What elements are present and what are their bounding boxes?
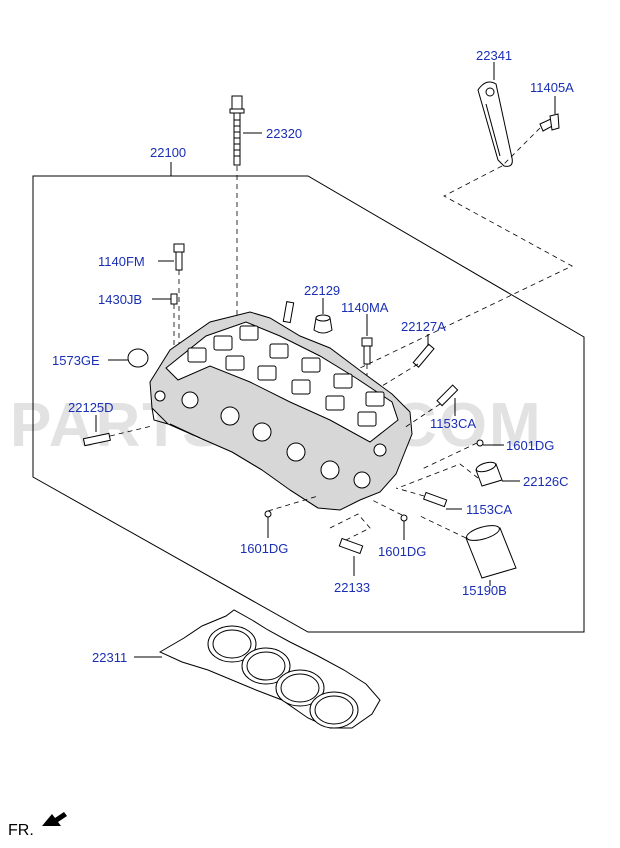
label-22127A[interactable]: 22127A — [401, 319, 446, 334]
dash-22133 — [329, 513, 371, 541]
plug-1573GE-icon[interactable] — [127, 348, 149, 368]
label-1573GE[interactable]: 1573GE — [52, 353, 100, 368]
dash-22126C — [397, 463, 479, 489]
stud-22133-icon[interactable] — [338, 537, 364, 555]
bracket-22341-icon[interactable] — [477, 81, 513, 167]
cap-22129-icon[interactable] — [313, 314, 333, 334]
dash-1601DG-center — [371, 499, 403, 516]
label-11405A[interactable]: 11405A — [530, 80, 574, 95]
front-direction-label: FR. — [8, 822, 34, 839]
stud-1153CA-top-icon[interactable] — [436, 384, 459, 407]
label-15190B[interactable]: 15190B — [462, 583, 507, 598]
dash-22125D — [109, 425, 153, 437]
dash-22127A — [381, 363, 419, 387]
label-1153CA-bottom[interactable]: 1153CA — [466, 502, 512, 517]
dash-22341 — [359, 165, 573, 369]
label-22129[interactable]: 22129 — [304, 283, 340, 298]
label-22320[interactable]: 22320 — [266, 126, 302, 141]
cylinder-head-22100-icon[interactable] — [149, 311, 413, 511]
tappet-22126C-icon[interactable] — [475, 460, 503, 487]
bolt-1140FM-icon[interactable] — [173, 243, 185, 271]
dash-1153CA-top — [403, 403, 441, 429]
label-1153CA-top[interactable]: 1153CA — [430, 416, 476, 431]
pin-1601DG-right-icon[interactable] — [476, 439, 484, 447]
label-1601DG-right[interactable]: 1601DG — [506, 438, 554, 453]
dash-1601DG-right — [419, 442, 478, 471]
label-22311[interactable]: 22311 — [92, 650, 127, 665]
pin-1601DG-left-icon[interactable] — [264, 510, 272, 518]
stud-22127A-icon[interactable] — [412, 343, 435, 368]
tappet-15190B-icon[interactable] — [465, 523, 517, 579]
dowel-pin-icon — [282, 301, 295, 324]
pin-1601DG-center-icon[interactable] — [400, 514, 408, 522]
pin-1430JB-icon[interactable] — [170, 293, 178, 305]
label-1140MA[interactable]: 1140MA — [341, 300, 389, 315]
label-1601DG-left[interactable]: 1601DG — [240, 541, 288, 556]
label-1601DG-center[interactable]: 1601DG — [378, 544, 426, 559]
label-22100[interactable]: 22100 — [150, 145, 186, 160]
label-22126C[interactable]: 22126C — [523, 474, 569, 489]
label-22125D[interactable]: 22125D — [68, 400, 114, 415]
front-arrow-icon — [42, 812, 67, 826]
dash-1153CA-bottom — [395, 487, 425, 497]
assembly-outline — [32, 175, 585, 633]
head-gasket-22311-icon[interactable] — [158, 609, 381, 729]
head-bolt-22320-icon[interactable] — [229, 95, 245, 166]
label-22133[interactable]: 22133 — [334, 580, 370, 595]
bolt-1140MA-icon[interactable] — [361, 337, 373, 365]
label-22341[interactable]: 22341 — [476, 48, 512, 63]
label-1430JB[interactable]: 1430JB — [98, 292, 142, 307]
dash-15190B — [419, 515, 467, 539]
label-1140FM[interactable]: 1140FM — [98, 254, 145, 269]
bolt-11405A-icon[interactable] — [539, 113, 560, 132]
stud-22125D-icon[interactable] — [82, 432, 111, 447]
stud-1153CA-bottom-icon[interactable] — [422, 491, 448, 508]
